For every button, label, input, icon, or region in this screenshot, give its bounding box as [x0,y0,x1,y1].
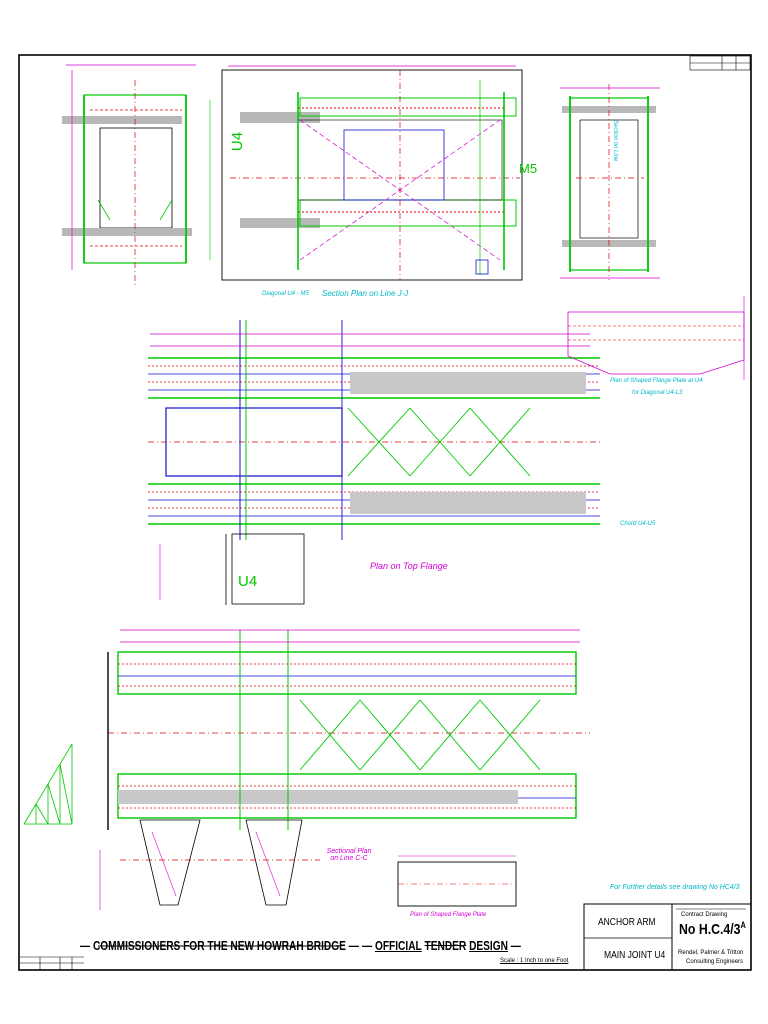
key-truss-diagram [23,743,73,825]
diagonal-label: Diagonal U4 - M5 [262,291,309,297]
view-title-plan-top-flange: Plan on Top Flange [370,561,448,571]
cross-section-right [560,84,660,280]
contract-drawing-label: Contract Drawing [681,912,728,918]
sectional-plan-cc [99,629,590,910]
drawing-number-text: No H.C.4/3 [679,921,741,938]
shaped-flange-plate-u4 [567,296,745,380]
drawing-number-suffix: A [740,920,746,930]
sheet-border [18,54,752,971]
main-joint-title: MAIN JOINT U4 [604,950,666,961]
chord-label: Chord U4-U5 [620,521,656,527]
official-text: OFFICIAL [374,938,422,953]
view-subtitle-for-diagonal: for Diagonal U4-L3 [632,390,683,396]
cross-section-left [62,64,211,285]
tender-text: TENDER [424,938,467,953]
engineers-line-2: Consulting Engineers [686,959,744,965]
drawing-number: No H.C.4/3A [679,920,746,938]
engineers-line-1: Rendel, Palmer & Tritton [678,950,744,956]
view-title-section-plan-jj: Section Plan on Line J-J [322,289,409,298]
title-block-frame [20,903,752,971]
joint-mark-u4-mid: U4 [238,573,258,590]
plan-top-flange [148,320,600,605]
plan-shaped-flange-plate [397,855,517,907]
design-text: DESIGN [469,938,508,953]
anchor-arm-title: ANCHOR ARM [598,917,656,928]
revision-table-top [689,55,751,71]
scale-note: Scale : 1 Inch to one Foot [500,958,569,964]
further-details-note: For Further details see drawing No HC4/3 [610,884,740,891]
view-title-plan-shaped-flange: Plan of Shaped Flange Plate [410,912,487,918]
view-title-sectional-plan-cc: Sectional Plan on Line C-C [326,848,372,862]
section-plan-jj [221,65,523,281]
view-title-plan-shaped-flange-u4: Plan of Shaped Flange Plate at U4 [610,378,703,384]
commissioners-heading: — COMMISSIONERS FOR THE NEW HOWRAH BRIDG… [80,938,359,953]
section-on-line-label: Section on Line [612,120,618,162]
official-tender-design-heading: — OFFICIAL TENDER DESIGN — [362,938,521,953]
commissioners-text: COMMISSIONERS FOR THE NEW HOWRAH BRIDGE [92,938,346,953]
joint-mark-u4-top: U4 [229,131,247,152]
joint-mark-m5: M5 [519,161,538,176]
